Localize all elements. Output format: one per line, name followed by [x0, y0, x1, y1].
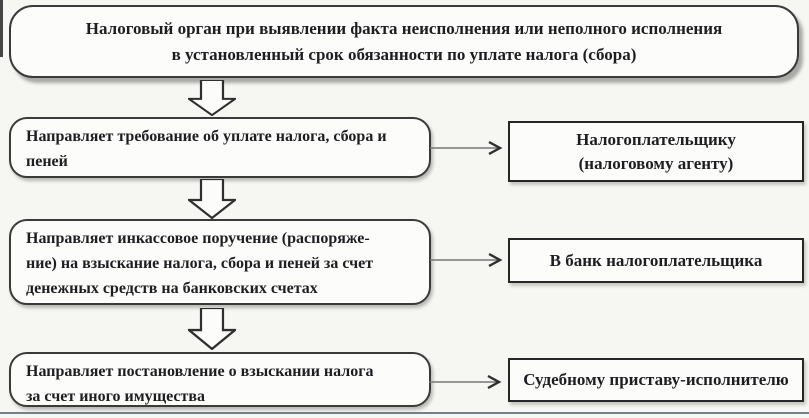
action-box-collection-order: Направляет инкассовое поручение (распоря…: [9, 219, 431, 305]
bottom-border-line: [0, 412, 809, 414]
target-box-taxpayer: Налогоплательщику (налоговому агенту): [508, 121, 804, 182]
scan-edge-mark: [0, 0, 3, 57]
arrow-down-icon: [188, 179, 236, 219]
root-condition-box: Налоговый орган при выявлении факта неис…: [9, 5, 799, 78]
action-box-property-resolution: Направляет постановление о взыскании нал…: [9, 352, 431, 407]
arrow-down-icon: [188, 308, 236, 350]
target-text: В банк налогоплательщика: [549, 250, 763, 270]
action-text: Направляет требование об уплате налога, …: [26, 128, 387, 170]
target-text: Судебному приставу-исполнителю: [523, 370, 789, 389]
action-text: Направляет инкассовое поручение (распоря…: [26, 230, 374, 297]
target-text: Налогоплательщику (налоговому агенту): [576, 129, 736, 173]
arrow-down-icon: [188, 80, 236, 116]
target-box-bank: В банк налогоплательщика: [508, 238, 804, 283]
root-condition-text: Налоговый орган при выявлении факта неис…: [85, 18, 723, 64]
action-box-payment-demand: Направляет требование об уплате налога, …: [9, 117, 431, 178]
arrow-right-icon: [430, 140, 503, 156]
arrow-right-icon: [430, 252, 503, 268]
arrow-right-icon: [429, 374, 502, 390]
action-text: Направляет постановление о взыскании нал…: [26, 363, 374, 405]
target-box-bailiff: Судебному приставу-исполнителю: [508, 358, 804, 402]
